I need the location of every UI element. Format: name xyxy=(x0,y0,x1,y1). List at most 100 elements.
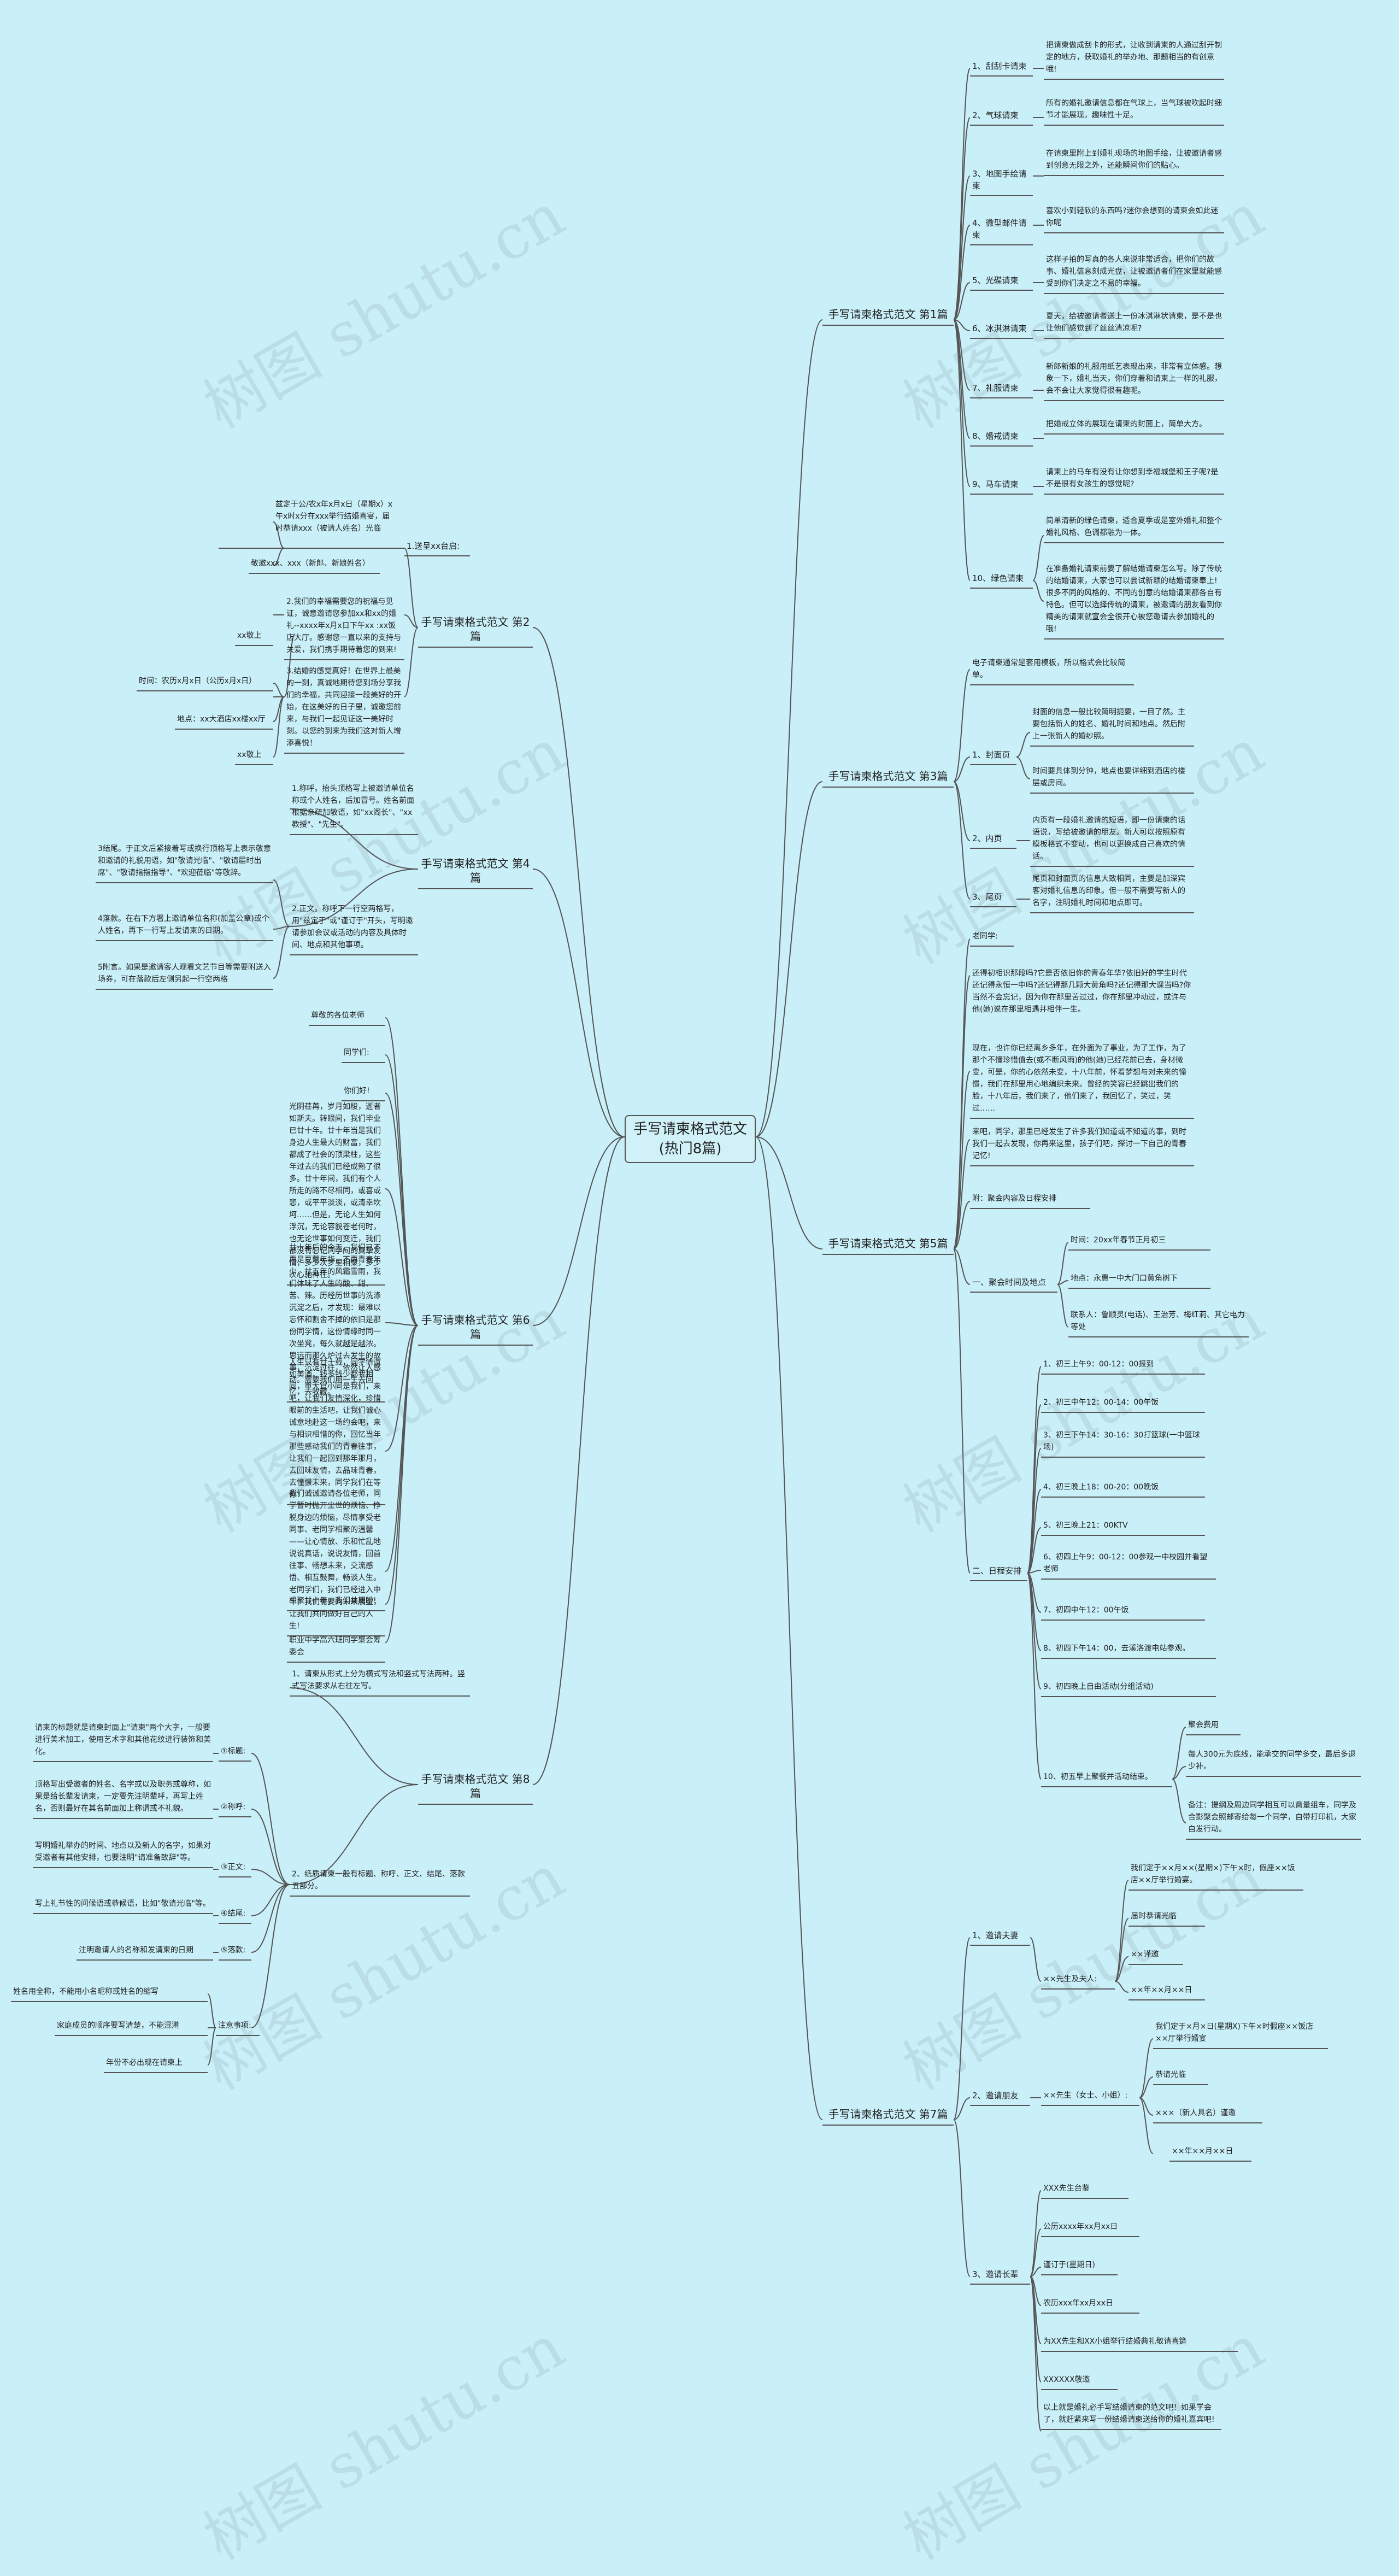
b2-leaf-3a: 时间：农历x月x日（公历x月x日） xyxy=(137,674,273,691)
b1-leaf-10b: 在准备婚礼请柬前要了解结婚请柬怎么写。除了传统的结婚请柬，大家也可以尝试新颖的结… xyxy=(1044,562,1224,639)
b8-leaf-1: 请柬的标题就是请柬封面上"请柬"两个大字，一般要进行美术加工，使用艺术字和其他花… xyxy=(33,1721,213,1762)
b7-leaf-2a3: ×××（新人具名）谨邀 xyxy=(1153,2106,1262,2123)
b5-item-2: 2、初三中午12：00-14：00午饭 xyxy=(1041,1395,1205,1413)
b5-item-3: 3、初三下午14：30-16：30打篮球(一中篮球场) xyxy=(1041,1428,1205,1458)
b5-item-1: 1、初三上午9：00-12：00报到 xyxy=(1041,1357,1205,1375)
b8-leaf-3: 写明婚礼举办的时间、地点以及新人的名字，如果对受邀者有其他安排，也要注明"请准备… xyxy=(33,1839,213,1868)
b7-leaf-3b: 公历xxxx年xx月xx日 xyxy=(1041,2220,1139,2237)
b8-leaf-2: 顶格写出受邀者的姓名、名字或以及职务或尊称，如果是给长辈发请柬，一定要先注明辈呼… xyxy=(33,1777,213,1819)
b1-sub-5[interactable]: 5、光碟请柬 xyxy=(970,273,1033,291)
b5-item-10: 10、初五早上聚餐并活动结束。 xyxy=(1041,1770,1172,1787)
b5-fee-detail: 每人300元为底线，能承交的同学多交，最后多退少补。 xyxy=(1186,1747,1361,1777)
b5-item-4: 4、初三晚上18：00-20：00晚饭 xyxy=(1041,1480,1205,1498)
b6-para-4: 我们诚诚邀请各位老师，同学暂时抛开尘世的烦恼、挣脱身边的烦恼，尽情享受老同事、老… xyxy=(287,1487,385,1636)
b7-leaf-3d: 农历xxx年xx月xx日 xyxy=(1041,2296,1139,2314)
b2-leaf-3b: 地点：xx大酒店xx楼xx厅 xyxy=(175,712,273,730)
b1-sub-7[interactable]: 7、礼服请柬 xyxy=(970,381,1033,398)
branch-7[interactable]: 手写请柬格式范文 第7篇 xyxy=(822,2106,954,2126)
b4-leaf-1: 3结尾。于正文后紧接着写或换行顶格写上表示敬意和邀请的礼貌用语，如"敬请光临"、… xyxy=(96,842,273,883)
b8-label-5: ⑤落款: xyxy=(219,1943,251,1961)
b5-leaf-time: 时间：20xx年春节正月初三 xyxy=(1068,1233,1210,1251)
b2-leaf-1b: 敬邀xxx、xxx（新郎、新娘姓名） xyxy=(249,556,380,574)
b4-leaf-s1: 1.称呼。抬头顶格写上被邀请单位名称或个人姓名，后加冒号。姓名前面根据亲疏加敬语… xyxy=(290,782,418,835)
b3-sub-2[interactable]: 2、内页 xyxy=(970,831,1016,849)
b5-para-1: 还得初相识那段吗?它是否依旧你的青春年华?依旧好的学生时代还记得永恒一中吗?还记… xyxy=(972,969,1191,1014)
b7-sub-3[interactable]: 3、邀请长辈 xyxy=(970,2267,1030,2285)
b1-leaf-6: 夏天，给被邀请者送上一份冰淇淋状请柬，是不是也让他们感觉到了丝丝清凉呢? xyxy=(1044,309,1224,339)
b7-leaf-2a1: 我们定于×月×日(星期X)下午×时假座××饭店××厅举行婚宴 xyxy=(1153,2020,1328,2049)
connector-lines xyxy=(207,68,1186,2432)
b5-para-2: 现在，也许你已经离乡多年，在外面为了事业，为了工作，为了那个不懂珍惜值去(或不断… xyxy=(970,1041,1194,1119)
b1-leaf-3: 在请柬里附上到婚礼现场的地图手绘，让被邀请者感到创意无限之外，还能瞬间你们的贴心… xyxy=(1044,146,1224,176)
b7-leaf-3e: 为XX先生和XX小姐举行结婚典礼敬请喜筵 xyxy=(1041,2334,1238,2352)
b7-leaf-2a: ××先生（女士、小姐）: xyxy=(1041,2088,1139,2106)
branch-2[interactable]: 手写请柬格式范文 第2篇 xyxy=(418,614,533,648)
b3-sub-3[interactable]: 3、尾页 xyxy=(970,890,1016,907)
b1-sub-10[interactable]: 10、绿色请柬 xyxy=(970,571,1033,589)
b8-leaf-s2: 2、纸质请柬一般有标题、称呼、正文、结尾、落款五部分。 xyxy=(290,1867,470,1897)
b7-leaf-2a2: 恭请光临 xyxy=(1153,2068,1208,2085)
b6-greeting-2: 同学们: xyxy=(342,1046,385,1063)
branch-4[interactable]: 手写请柬格式范文 第4篇 xyxy=(418,855,533,889)
b1-sub-9[interactable]: 9、马车请柬 xyxy=(970,477,1033,495)
b5-remark: 备注：提纲及周边同学相互可以商量组车，同学及合影聚会照邮寄给每一个同学，自带打印… xyxy=(1186,1798,1361,1840)
branch-6[interactable]: 手写请柬格式范文 第6篇 xyxy=(418,1312,533,1346)
b8-label-3: ③正文: xyxy=(219,1860,251,1877)
b1-leaf-7: 新郎新娘的礼服用纸艺表现出来，非常有立体感。想象一下，婚礼当天，你们穿着和请柬上… xyxy=(1044,360,1224,401)
b2-leaf-2a: xx敬上 xyxy=(235,629,273,646)
b1-sub-6[interactable]: 6、冰淇淋请柬 xyxy=(970,321,1033,339)
b6-greeting-3: 你们好! xyxy=(342,1084,385,1101)
root-topic[interactable]: 手写请柬格式范文(热门8篇) xyxy=(625,1115,756,1163)
b5-para-3: 来吧，同学，那里已经发生了许多我们知道或不知道的事，到时我们一起去发现，你再来这… xyxy=(970,1125,1194,1166)
b7-leaf-3f: XXXXXX敬邀 xyxy=(1041,2373,1118,2390)
b6-para-2: 廿十年后的今天，我们已不再是豆蔻年华，不再青春年少，廿五年的风霜雪雨，我们体味了… xyxy=(287,1241,385,1403)
b3-sub-1[interactable]: 1、封面页 xyxy=(970,748,1016,765)
b1-sub-8[interactable]: 8、婚戒请柬 xyxy=(970,429,1033,447)
b2-leaf-3: 3.结婚的感觉真好！在世界上最美的一刻，真诚地期待您到场分享我们的幸福，共同迎接… xyxy=(284,664,404,754)
b5-item-7: 7、初四中午12：00午饭 xyxy=(1041,1603,1205,1621)
branch-5[interactable]: 手写请柬格式范文 第5篇 xyxy=(822,1235,954,1255)
b5-sub-2[interactable]: 二、日程安排 xyxy=(970,1564,1027,1581)
b1-sub-4[interactable]: 4、微型邮件请柬 xyxy=(970,216,1033,245)
b5-leaf-contact: 联系人：鲁顺灵(电话)、王治芳、梅红莉、其它电力等处 xyxy=(1068,1308,1249,1337)
b8-label-2: ②称呼: xyxy=(219,1800,251,1817)
b1-leaf-5: 这样子拍的写真的各人来说非常适合，把你们的故事、婚礼信息刻成光盘，让被邀请者们在… xyxy=(1044,253,1224,294)
b1-sub-3[interactable]: 3、地图手绘请柬 xyxy=(970,167,1033,196)
b1-sub-2[interactable]: 2、气球请柬 xyxy=(970,108,1033,126)
b7-leaf-1a4: ××年××月××日 xyxy=(1128,1983,1205,2000)
b7-sub-2[interactable]: 2、邀请朋友 xyxy=(970,2088,1030,2106)
b4-leaf-s2: 2.正文。称呼下一行空两格写，用"兹定于"或"谨订于"开头，写明邀请参加会议或活… xyxy=(290,902,418,955)
b5-leaf-place: 地点：永惠一中大门口黄角树下 xyxy=(1068,1271,1210,1289)
b7-leaf-3g: 以上就是婚礼必手写结婚请柬的范文吧！如果学会了，就赶紧来写一份结婚请柬送给你的婚… xyxy=(1041,2401,1221,2430)
branch-3[interactable]: 手写请柬格式范文 第3篇 xyxy=(822,768,954,788)
b2-sub-1[interactable]: 1.送呈xx台启: xyxy=(404,539,470,556)
b7-sub-1[interactable]: 1、邀请夫妻 xyxy=(970,1928,1030,1946)
b1-sub-1[interactable]: 1、刮刮卡请柬 xyxy=(970,59,1033,77)
b2-leaf-2: 2.我们的幸福需要您的祝福与见证，诚意邀请您参加xx和xx的婚礼--xxxx年x… xyxy=(284,595,404,660)
b1-leaf-2: 所有的婚礼邀请信息都在气球上，当气球被吹起时细节才能展现，趣味性十足。 xyxy=(1044,96,1224,126)
b3-leaf-2a: 内页有一段婚礼邀请的短语，即一份请柬的话语说，写给被邀请的朋友。新人可以按照原有… xyxy=(1030,813,1194,867)
b7-leaf-3c: 谨订于(星期日) xyxy=(1041,2258,1118,2275)
branch-1[interactable]: 手写请柬格式范文 第1篇 xyxy=(822,306,954,326)
b3-leaf-3a: 尾页和封面页的信息大致相同，主要是加深宾客对婚礼信息的印象。但一般不需要写新人的… xyxy=(1030,872,1194,913)
b1-leaf-8: 把婚戒立体的展现在请柬的封面上，简单大方。 xyxy=(1044,417,1224,435)
b5-item-6: 6、初四上午9：00-12：00参观一中校园并看望老师 xyxy=(1041,1550,1216,1580)
b8-leaf-6c: 年份不必出现在请柬上 xyxy=(104,2056,208,2073)
branch-8[interactable]: 手写请柬格式范文 第8篇 xyxy=(418,1771,533,1805)
b5-fee-title: 聚会费用 xyxy=(1186,1718,1241,1735)
b1-leaf-10a: 简单清新的绿色请柬，适合夏季或是室外婚礼和整个婚礼风格、色调都融为一体。 xyxy=(1044,514,1224,543)
b7-leaf-1a2: 届时恭请光临 xyxy=(1128,1909,1205,1927)
b7-leaf-3a: XXX先生台鉴 xyxy=(1041,2181,1128,2199)
b7-leaf-2a4: ××年××月××日 xyxy=(1169,2144,1251,2162)
b8-label-1: ①标题: xyxy=(219,1744,251,1762)
b6-closing-1: 相聚廿十年，我们共期盼! xyxy=(287,1594,385,1611)
b1-leaf-4: 喜欢小到轻软的东西吗?迷你会想到的请柬会如此迷你呢 xyxy=(1044,204,1224,233)
b5-item-5: 5、初三晚上21：00KTV xyxy=(1041,1518,1205,1536)
b8-leaf-6a: 姓名用全称，不能用小名昵称或姓名的缩写 xyxy=(11,1985,208,2002)
b6-greeting-1: 尊敬的各位老师 xyxy=(309,1008,385,1026)
b5-intro: 老同学: xyxy=(970,929,1014,947)
b5-sub-1[interactable]: 一、聚会时间及地点 xyxy=(970,1275,1057,1293)
b6-closing-2: 职业中学高六班同学聚会筹委会 xyxy=(287,1633,385,1663)
b5-schedule-title: 附：聚会内容及日程安排 xyxy=(970,1192,1090,1209)
b3-intro: 电子请柬通常是套用模板，所以格式会比较简单。 xyxy=(970,656,1134,685)
